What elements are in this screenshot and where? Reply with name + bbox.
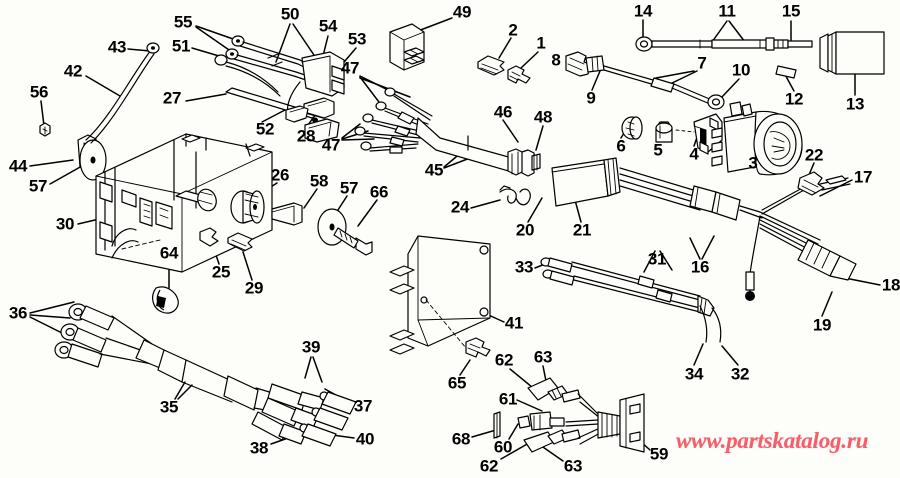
callout-number-7: 7 [697, 53, 707, 73]
site-watermark: www.partskatalog.ru [676, 428, 869, 453]
callout-number-63: 63 [533, 347, 553, 367]
callout-number-24: 24 [450, 197, 470, 217]
callout-number-4: 4 [689, 144, 699, 164]
callout-number-10: 10 [731, 60, 751, 80]
callout-number-46: 46 [493, 102, 513, 122]
callout-number-27: 27 [162, 88, 182, 108]
callout-number-34: 34 [684, 364, 704, 384]
part-49-relay [389, 23, 425, 71]
callout-number-49: 49 [452, 2, 472, 22]
callout-number-38: 38 [249, 438, 269, 458]
callout-number-43: 43 [107, 37, 127, 57]
callout-number-20: 20 [515, 220, 535, 240]
callout-number-9: 9 [586, 88, 596, 108]
callout-number-45: 45 [424, 160, 444, 180]
callout-number-3: 3 [748, 153, 758, 173]
part-group-battery-cables [54, 303, 357, 447]
callout-number-36: 36 [8, 303, 28, 323]
callout-number-12: 12 [784, 89, 804, 109]
callout-number-55: 55 [173, 12, 193, 32]
callout-number-25: 25 [211, 262, 231, 282]
callout-number-8: 8 [551, 50, 561, 70]
callout-number-22: 22 [804, 145, 824, 165]
callout-number-60: 60 [493, 437, 513, 457]
callout-number-6: 6 [616, 136, 626, 156]
callout-number-56: 56 [29, 82, 49, 102]
part-24-spring-clip [499, 185, 531, 206]
callout-number-51: 51 [171, 36, 191, 56]
callout-number-62: 62 [479, 456, 499, 476]
part-13-boot [819, 31, 885, 75]
part-group-center-cable [354, 87, 541, 177]
callout-number-41: 41 [504, 313, 524, 333]
callout-number-17: 17 [853, 167, 873, 187]
callout-number-32: 32 [730, 364, 750, 384]
part-group-clip-screw [477, 55, 531, 84]
callout-number-21: 21 [572, 220, 592, 240]
callout-number-63: 63 [563, 456, 583, 476]
callout-number-1: 1 [536, 33, 546, 53]
part-41-cover-plate [389, 235, 491, 358]
part-group-rod-connectors [225, 87, 340, 143]
callout-number-50: 50 [280, 4, 300, 24]
callout-number-39: 39 [301, 337, 321, 357]
part-group-top-harness [214, 35, 345, 123]
callout-number-42: 42 [63, 61, 83, 81]
callout-number-54: 54 [318, 16, 338, 36]
callout-number-48: 48 [533, 107, 553, 127]
callout-number-37: 37 [353, 396, 373, 416]
callout-number-28: 28 [296, 126, 316, 146]
callout-number-31: 31 [647, 249, 667, 269]
callout-number-65: 65 [447, 373, 467, 393]
part-group-fasteners [152, 190, 373, 314]
part-group-bottom-connector [493, 377, 645, 453]
callout-number-40: 40 [355, 429, 375, 449]
callout-number-59: 59 [649, 444, 669, 464]
callout-number-33: 33 [514, 257, 534, 277]
callout-number-44: 44 [8, 156, 28, 176]
part-group-ignition-switch [621, 101, 803, 176]
callout-number-13: 13 [845, 94, 865, 114]
callout-number-58: 58 [309, 171, 329, 191]
part-group-long-cables [540, 257, 722, 343]
callout-number-30: 30 [55, 214, 75, 234]
callout-number-16: 16 [690, 257, 710, 277]
callout-number-5: 5 [653, 140, 663, 160]
callout-number-62: 62 [494, 350, 514, 370]
callout-number-15: 15 [781, 1, 801, 21]
callout-number-35: 35 [159, 397, 179, 417]
callout-number-11: 11 [718, 1, 736, 21]
callout-number-26: 26 [270, 165, 290, 185]
callout-number-47: 47 [340, 58, 360, 78]
part-group-linkage-rods [565, 36, 813, 110]
callout-number-18: 18 [881, 275, 900, 295]
callout-number-52: 52 [255, 119, 275, 139]
callout-number-57: 57 [339, 178, 359, 198]
callout-number-19: 19 [812, 315, 832, 335]
part-group-left-bracket [39, 42, 191, 204]
callout-number-2: 2 [508, 20, 518, 40]
callout-number-66: 66 [369, 182, 389, 202]
callout-number-47: 47 [321, 135, 341, 155]
callout-number-53: 53 [347, 29, 367, 49]
callout-number-61: 61 [498, 389, 518, 409]
callout-number-64: 64 [159, 243, 179, 263]
callout-number-57: 57 [28, 176, 48, 196]
callout-number-14: 14 [633, 1, 653, 21]
callout-number-29: 29 [244, 278, 264, 298]
callout-number-68: 68 [451, 429, 471, 449]
part-group-main-harness [551, 157, 857, 301]
